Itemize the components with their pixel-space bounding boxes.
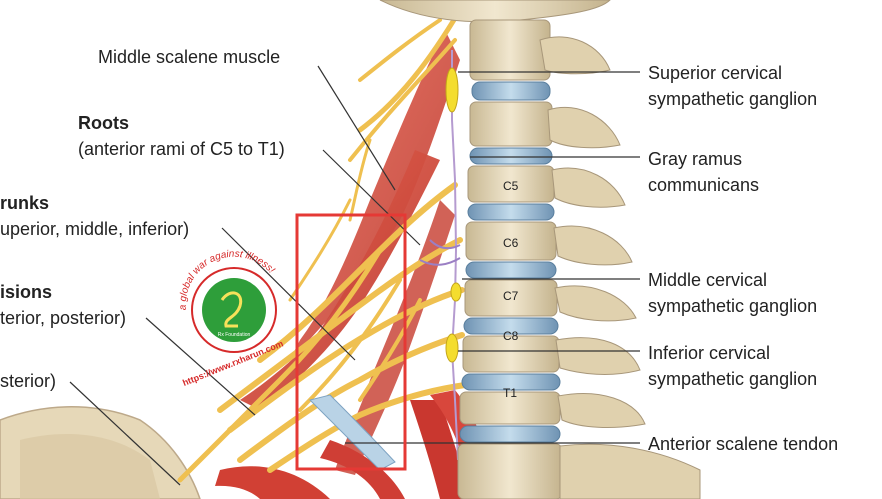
vertebral-column (379, 0, 701, 499)
label-inferior-cervical-2: sympathetic ganglion (648, 369, 818, 389)
label-gray-ramus-2: communicans (648, 175, 760, 195)
label-middle-cervical-1: Middle cervical (648, 270, 768, 290)
label-divisions-title: isions (0, 282, 53, 302)
label-roots-sub: (anterior rami of C5 to T1) (78, 139, 285, 159)
leader-lines (69, 65, 640, 486)
label-cords-sub: sterior) (0, 371, 57, 391)
label-gray-ramus-1: Gray ramus (648, 149, 743, 169)
watermark-logo: Rx Foundation a global war against illne… (178, 249, 285, 388)
highlight-box (295, 213, 407, 471)
shoulder-bones (0, 406, 201, 499)
label-inferior-cervical-1: Inferior cervical (648, 343, 771, 363)
vertebra-label-c7: C7 (503, 289, 519, 303)
label-divisions-sub: terior, posterior) (0, 308, 127, 328)
label-roots-title: Roots (78, 113, 129, 133)
vertebra-label-t1: T1 (503, 386, 517, 400)
vertebra-labels: C5 C6 C7 C8 T1 (503, 179, 519, 400)
label-trunks-sub: uperior, middle, inferior) (0, 219, 190, 239)
label-anterior-scalene: Anterior scalene tendon (648, 434, 839, 454)
anterior-scalene-tendon (309, 394, 396, 471)
watermark-org: Rx Foundation (218, 332, 251, 338)
vertebra-label-c6: C6 (503, 236, 519, 250)
vertebra-label-c8: C8 (503, 329, 519, 343)
vertebra-label-c5: C5 (503, 179, 519, 193)
label-trunks-title: runks (0, 193, 50, 213)
sympathetic-chain (419, 50, 462, 461)
label-middle-scalene: Middle scalene muscle (98, 47, 281, 67)
label-superior-cervical-1: Superior cervical (648, 63, 783, 83)
label-middle-cervical-2: sympathetic ganglion (648, 296, 818, 316)
label-superior-cervical-2: sympathetic ganglion (648, 89, 818, 109)
